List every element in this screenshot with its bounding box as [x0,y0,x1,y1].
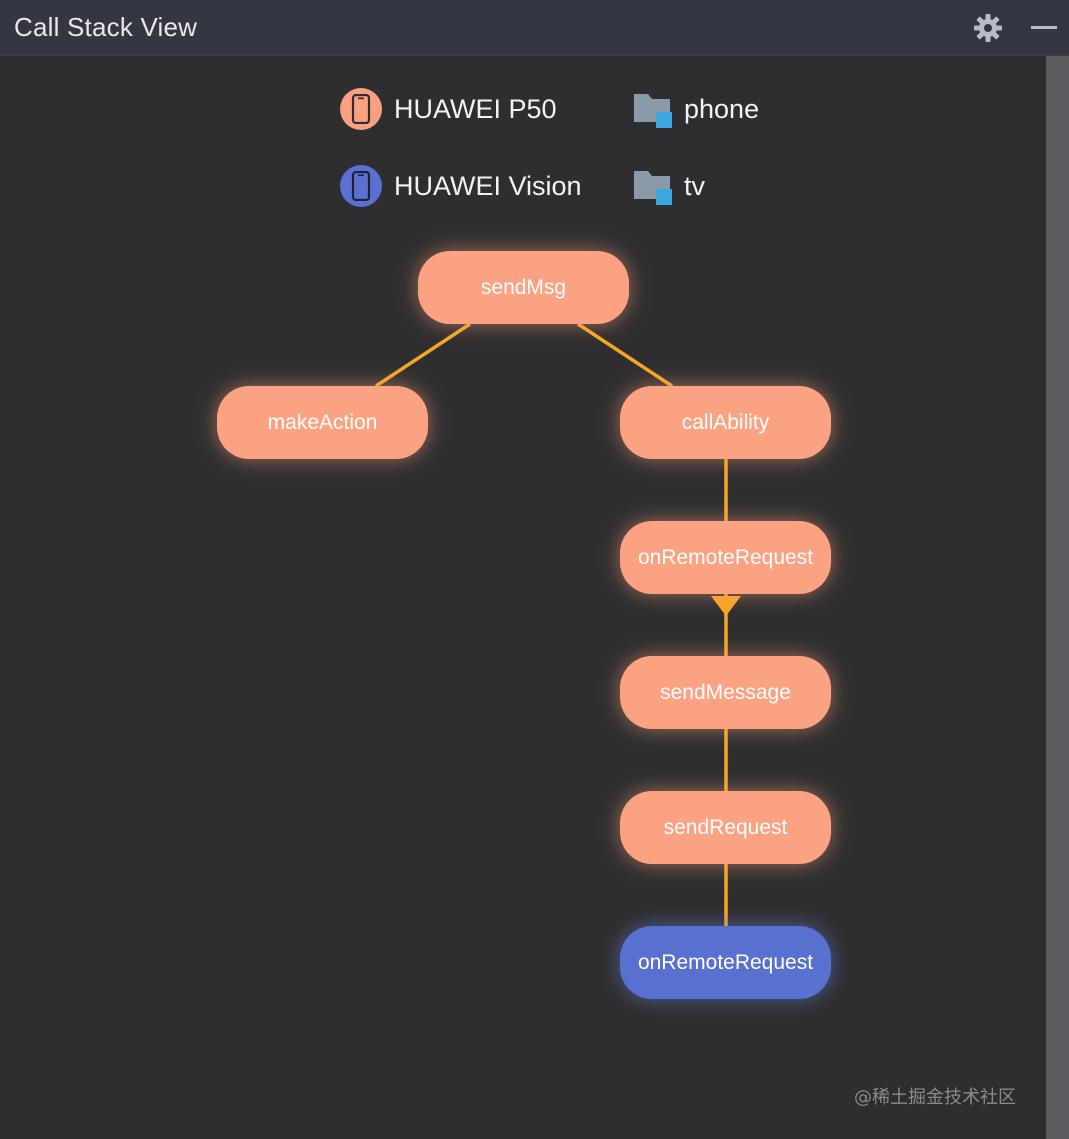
legend-module-tv: tv [632,165,705,207]
folder-icon [634,171,672,205]
graph-node[interactable]: onRemoteRequest [620,926,831,999]
graph-node[interactable]: callAbility [620,386,831,459]
minimize-icon[interactable] [1030,14,1058,42]
node-label: sendRequest [664,816,788,839]
vertical-scrollbar[interactable] [1046,56,1069,1139]
folder-icon [634,94,672,128]
call-graph-canvas: HUAWEI P50 HUAWEI Vision phone [0,56,1046,1139]
node-label: callAbility [682,411,770,434]
graph-node[interactable]: makeAction [217,386,428,459]
node-label: sendMsg [481,276,566,299]
legend-device-vision: HUAWEI Vision [340,165,582,207]
legend-device-p50: HUAWEI P50 [340,88,557,130]
graph-edge [577,322,673,388]
legend-device-label: HUAWEI P50 [394,93,557,124]
legend-module-label: phone [684,93,760,124]
title-bar: Call Stack View [0,0,1069,56]
legend-device-label: HUAWEI Vision [394,170,582,201]
node-label: onRemoteRequest [638,546,813,569]
graph-edge [375,322,471,388]
window-title: Call Stack View [14,12,198,42]
gear-icon[interactable] [972,12,1004,44]
legend-module-label: tv [684,170,706,201]
watermark: @稀土掘金技术社区 [854,1087,1016,1108]
call-graph: sendMsg makeAction callAbility onRemoteR… [217,251,831,999]
node-label: makeAction [268,411,378,434]
node-label: sendMessage [660,681,791,704]
graph-node[interactable]: sendMsg [418,251,629,324]
phone-icon [340,165,382,207]
graph-node[interactable]: sendMessage [620,656,831,729]
graph-node[interactable]: sendRequest [620,791,831,864]
edge-arrow [711,596,741,616]
graph-edges [375,322,741,926]
graph-node[interactable]: onRemoteRequest [620,521,831,594]
legend-module-phone: phone [632,88,759,130]
phone-icon [340,88,382,130]
node-label: onRemoteRequest [638,951,813,974]
